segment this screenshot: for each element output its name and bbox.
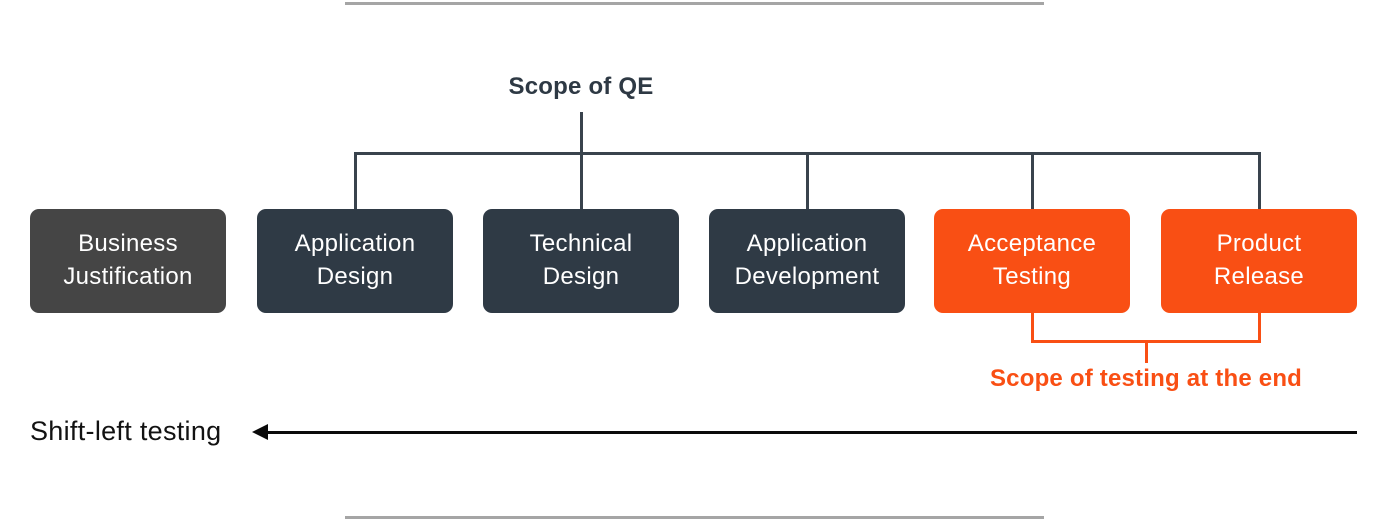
stage-box-product-release: Product Release	[1161, 209, 1357, 313]
stage-box-application-design: Application Design	[257, 209, 453, 313]
stage-box-business-justification: Business Justification	[30, 209, 226, 313]
stage-box-technical-design: Technical Design	[483, 209, 679, 313]
shift-left-arrowhead-icon	[252, 424, 268, 440]
testing-bracket-right-line	[1258, 313, 1261, 343]
bottom-border-line	[345, 516, 1044, 519]
qe-scope-title: Scope of QE	[508, 73, 654, 100]
top-border-line	[345, 2, 1044, 5]
testing-bracket-left-line	[1031, 313, 1034, 343]
connector-drop-application-development	[806, 152, 809, 210]
connector-drop-application-design	[354, 152, 357, 210]
stage-box-application-development: Application Development	[709, 209, 905, 313]
testing-bracket-stem-line	[1145, 340, 1148, 363]
testing-scope-caption: Scope of testing at the end	[989, 365, 1303, 392]
connector-drop-acceptance-testing	[1031, 152, 1034, 210]
shift-left-arrow-line	[264, 431, 1357, 434]
connector-drop-product-release	[1258, 152, 1261, 210]
shift-left-testing-label: Shift-left testing	[30, 416, 222, 446]
qe-title-stem-line	[580, 112, 583, 153]
stage-box-acceptance-testing: Acceptance Testing	[934, 209, 1130, 313]
connector-drop-technical-design	[580, 152, 583, 210]
